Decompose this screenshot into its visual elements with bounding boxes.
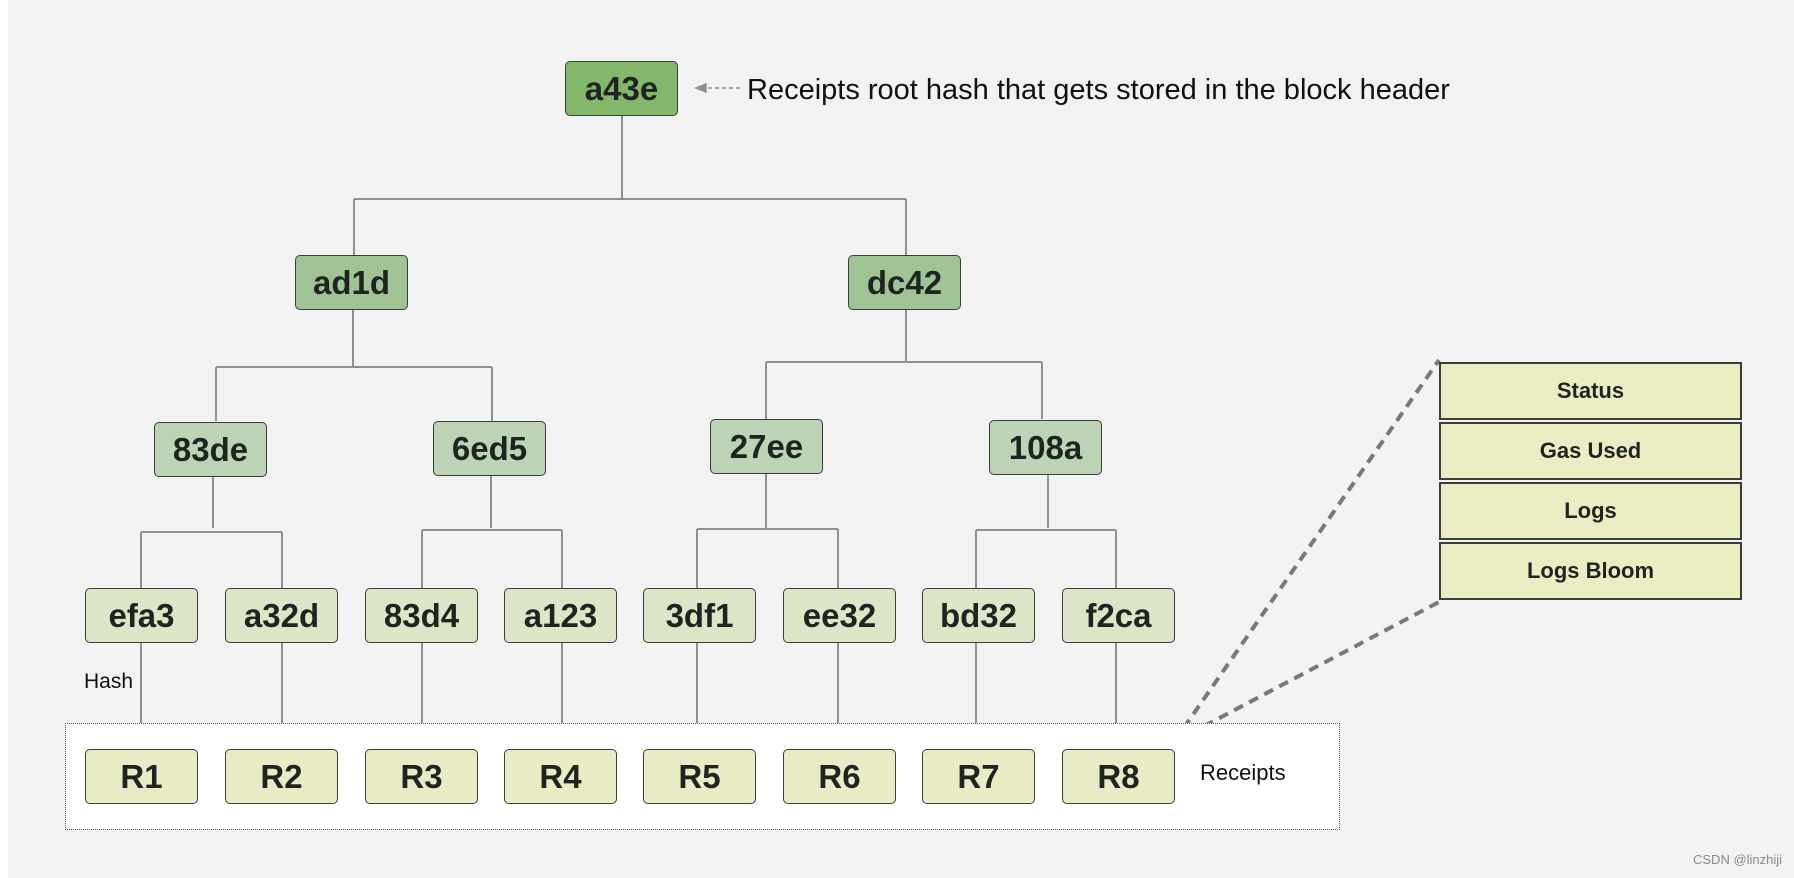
edge-root-level1	[353, 116, 907, 255]
edge-108a-children	[975, 475, 1117, 588]
zoom-line-bottom	[1173, 600, 1440, 744]
receipt-field-logs: Logs	[1439, 482, 1742, 540]
leaf-hash-node: 3df1	[643, 588, 756, 643]
hash-label: Hash	[84, 670, 134, 693]
level2-node: 83de	[154, 422, 267, 477]
level2-node: 108a	[989, 420, 1102, 475]
receipt-field-status: Status	[1439, 362, 1742, 420]
receipt-node: R8	[1062, 749, 1175, 804]
edge-27ee-children	[696, 474, 839, 588]
edge-dc42-children	[765, 310, 1043, 419]
receipts-label: Receipts	[1200, 760, 1286, 785]
edge-leaf-receipts	[140, 642, 1117, 749]
level2-node: 27ee	[710, 419, 823, 474]
level2-node: 6ed5	[433, 421, 546, 476]
receipt-node: R3	[365, 749, 478, 804]
edge-83de-children	[140, 477, 283, 588]
level1-node: dc42	[848, 255, 961, 310]
leaf-hash-node: a123	[504, 588, 617, 643]
edge-6ed5-children	[421, 476, 563, 588]
leaf-hash-node: a32d	[225, 588, 338, 643]
root-caption: Receipts root hash that gets stored in t…	[747, 74, 1450, 106]
leaf-hash-node: bd32	[922, 588, 1035, 643]
receipt-node: R1	[85, 749, 198, 804]
watermark-text: CSDN @linzhiji	[1693, 852, 1783, 867]
receipt-node: R6	[783, 749, 896, 804]
root-hash-node: a43e	[565, 61, 678, 116]
receipt-node: R7	[922, 749, 1035, 804]
caption-arrow-head	[693, 82, 707, 94]
receipt-field-logs-bloom: Logs Bloom	[1439, 542, 1742, 600]
leaf-hash-node: f2ca	[1062, 588, 1175, 643]
receipt-field-gas-used: Gas Used	[1439, 422, 1742, 480]
leaf-hash-node: ee32	[783, 588, 896, 643]
edge-ad1d-children	[215, 310, 493, 421]
level1-node: ad1d	[295, 255, 408, 310]
leaf-hash-node: 83d4	[365, 588, 478, 643]
receipt-node: R5	[643, 749, 756, 804]
receipt-node: R4	[504, 749, 617, 804]
leaf-hash-node: efa3	[85, 588, 198, 643]
zoom-line-top	[1172, 358, 1441, 744]
receipt-node: R2	[225, 749, 338, 804]
